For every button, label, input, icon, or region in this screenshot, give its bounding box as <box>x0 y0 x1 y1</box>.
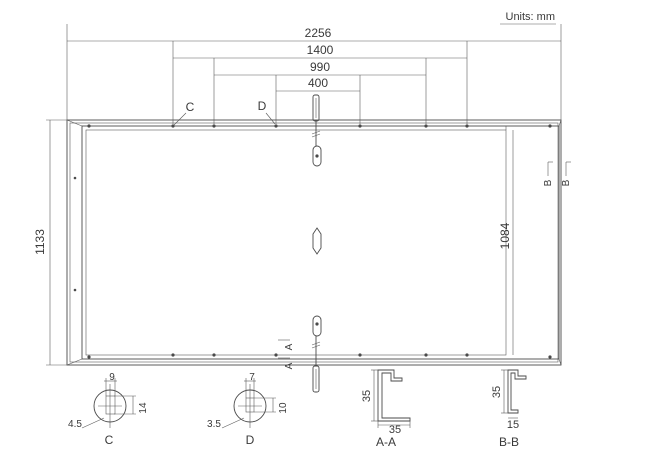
detail-d <box>221 378 276 429</box>
mounting-holes-left <box>73 176 77 292</box>
callout-c-leader <box>173 112 187 126</box>
section-aa-label: A-A <box>376 435 396 449</box>
section-marker-a <box>278 339 290 359</box>
detail-c <box>81 378 136 429</box>
section-marker-b <box>547 161 571 176</box>
section-aa-profile <box>371 369 411 428</box>
section-label-a-bottom: A <box>284 362 295 369</box>
cable-bottom <box>311 315 322 393</box>
dimension-line-left <box>46 119 67 366</box>
cable-top <box>311 94 322 167</box>
dimension-1133: 1133 <box>33 229 47 255</box>
detail-d-right: 10 <box>278 402 289 414</box>
dimension-2256: 2256 <box>305 26 332 40</box>
section-aa-height: 35 <box>361 390 373 402</box>
callout-d: D <box>258 99 267 113</box>
units-label: Units: mm <box>506 11 556 23</box>
dimension-990: 990 <box>310 60 330 74</box>
section-label-b-right: B <box>561 179 572 186</box>
dimension-lines-top <box>66 24 562 124</box>
detail-c-right: 14 <box>138 402 149 414</box>
detail-d-left: 3.5 <box>207 419 221 430</box>
dimension-1084: 1084 <box>498 222 512 249</box>
panel-outline <box>66 119 562 366</box>
mounting-holes-top <box>87 124 552 128</box>
mounting-holes-bottom <box>87 353 552 359</box>
callout-c: C <box>186 100 195 114</box>
detail-c-left: 4.5 <box>68 419 82 430</box>
callout-d-leader <box>265 112 276 125</box>
detail-d-top: 7 <box>249 372 255 383</box>
section-label-b-left: B <box>543 179 554 186</box>
junction-box-center <box>312 227 322 255</box>
detail-c-label: C <box>105 433 114 447</box>
section-bb-height: 35 <box>491 386 503 398</box>
section-aa-width: 35 <box>389 424 401 436</box>
section-bb-label: B-B <box>499 435 519 449</box>
section-bb-profile <box>501 369 527 419</box>
section-label-a-top: A <box>284 343 295 350</box>
dimension-400: 400 <box>308 76 328 90</box>
section-bb-width: 15 <box>507 419 519 431</box>
detail-d-label: D <box>246 433 255 447</box>
detail-c-top: 9 <box>109 372 115 383</box>
dimension-1400: 1400 <box>307 43 334 57</box>
